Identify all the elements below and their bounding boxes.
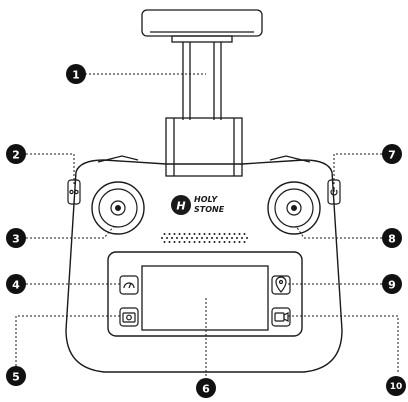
speaker-dot (211, 237, 213, 239)
speaker-dot (169, 233, 171, 235)
callout-3-label: 3 (12, 233, 20, 246)
right-joystick[interactable] (268, 182, 320, 234)
callout-6-label: 6 (202, 383, 210, 396)
speaker-dot (164, 241, 166, 243)
location-icon (276, 277, 286, 292)
speaker-dot (244, 233, 246, 235)
callout-10-label: 10 (390, 382, 403, 392)
left-joystick[interactable] (92, 182, 144, 234)
screen-display (142, 266, 268, 330)
callout-2: 2 (6, 144, 26, 164)
callout-7-label: 7 (388, 149, 396, 162)
speaker-dot (209, 241, 211, 243)
speaker-dot (199, 233, 201, 235)
speaker-dot (216, 237, 218, 239)
speaker-dot (239, 233, 241, 235)
speaker-dot (236, 237, 238, 239)
speaker-dot (244, 241, 246, 243)
button-camera[interactable] (120, 308, 138, 326)
speaker-dot (194, 241, 196, 243)
callout-5-label: 5 (12, 371, 20, 384)
brand-line2: STONE (194, 205, 225, 214)
speaker-dot (241, 237, 243, 239)
callout-4: 4 (6, 274, 26, 294)
holder-base (166, 118, 242, 176)
speaker-dot (204, 241, 206, 243)
speaker-dot (234, 233, 236, 235)
return-home-icon (124, 283, 134, 288)
callout-1: 1 (66, 64, 86, 84)
button-location[interactable] (272, 276, 290, 294)
speaker-dot (179, 233, 181, 235)
button-return-home[interactable] (120, 276, 138, 294)
speaker-dot (204, 233, 206, 235)
speaker-dot (199, 241, 201, 243)
speaker-dot (179, 241, 181, 243)
callout-8-label: 8 (388, 233, 396, 246)
callout-9-label: 9 (388, 279, 396, 292)
callout-2-label: 2 (12, 149, 20, 162)
brand-logo: H HOLY STONE (171, 195, 225, 215)
video-icon (275, 313, 288, 321)
speaker-dot (206, 237, 208, 239)
speaker-dot (226, 237, 228, 239)
speaker-dot (184, 241, 186, 243)
speaker-dot (224, 233, 226, 235)
speaker-dot (174, 233, 176, 235)
speaker-dot (214, 233, 216, 235)
speaker-dot (246, 237, 248, 239)
speaker-dot (186, 237, 188, 239)
callout-9: 9 (382, 274, 402, 294)
camera-icon (123, 313, 135, 322)
speaker-dot (194, 233, 196, 235)
leader-2 (26, 154, 74, 186)
speaker-dot (169, 241, 171, 243)
phone-holder (142, 10, 262, 176)
speaker-dot (164, 233, 166, 235)
speaker-dot (176, 237, 178, 239)
speaker-dot (174, 241, 176, 243)
callout-1-label: 1 (72, 69, 80, 82)
speaker-dot (166, 237, 168, 239)
callout-4-label: 4 (12, 279, 20, 292)
callout-10: 10 (386, 376, 406, 396)
callout-6: 6 (196, 378, 216, 398)
speaker-dot (221, 237, 223, 239)
button-video[interactable] (272, 308, 290, 326)
callout-3: 3 (6, 228, 26, 248)
brand-line1: HOLY (194, 195, 218, 204)
speaker-dot (181, 237, 183, 239)
speaker-dot (161, 237, 163, 239)
speaker-dot (189, 233, 191, 235)
speaker-dot (239, 241, 241, 243)
speaker-dot (201, 237, 203, 239)
callout-8: 8 (382, 228, 402, 248)
speaker-dot (219, 233, 221, 235)
holder-neck (172, 36, 232, 42)
speaker-dot (234, 241, 236, 243)
brand-mark-letter: H (176, 200, 185, 213)
leader-8 (296, 226, 382, 238)
callout-5: 5 (6, 366, 26, 386)
callout-7: 7 (382, 144, 402, 164)
leader-7 (334, 154, 382, 186)
speaker-dot (231, 237, 233, 239)
leader-5 (16, 316, 122, 366)
speaker-dot (196, 237, 198, 239)
speaker-dot (224, 241, 226, 243)
speaker-grille (161, 233, 248, 243)
speaker-dot (219, 241, 221, 243)
speaker-dot (214, 241, 216, 243)
speaker-dot (209, 233, 211, 235)
speaker-dot (189, 241, 191, 243)
speaker-dot (191, 237, 193, 239)
speaker-dot (184, 233, 186, 235)
speaker-dot (171, 237, 173, 239)
speaker-dot (229, 233, 231, 235)
speaker-dot (229, 241, 231, 243)
